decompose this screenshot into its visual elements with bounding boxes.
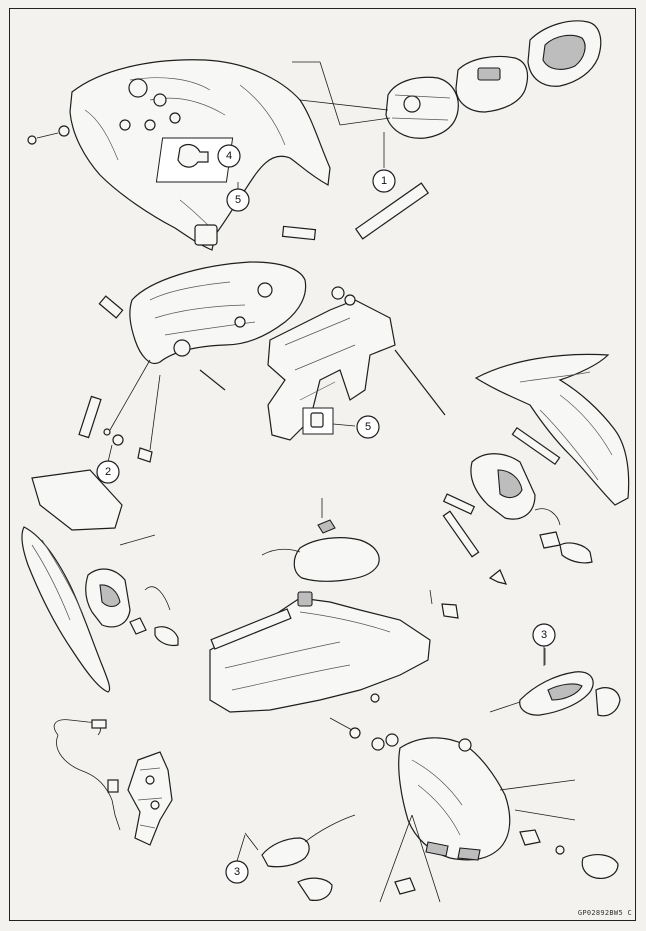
- svg-text:5: 5: [365, 421, 371, 433]
- callout-2-bolt: 2: [96, 460, 120, 484]
- callout-1-meter: 1: [372, 169, 396, 193]
- detail-socket-window: [155, 137, 234, 183]
- svg-text:5: 5: [235, 194, 241, 206]
- clamp: [441, 603, 459, 619]
- rear-turn-signal-right: [489, 648, 621, 717]
- diagram-frame: [9, 8, 636, 921]
- meter-unit-front-cover: [527, 20, 602, 87]
- pad-b: [354, 182, 430, 240]
- meter-unit-body: [455, 55, 529, 113]
- screw-left: [27, 125, 70, 145]
- pad-e: [511, 426, 561, 466]
- svg-text:3: 3: [234, 866, 240, 878]
- license-light: [499, 779, 619, 879]
- callout-3-rear-turn-left: 3: [225, 860, 249, 884]
- callout-4-socket: 4: [217, 144, 241, 168]
- pad-f: [442, 493, 476, 515]
- rear-fender: [398, 737, 511, 861]
- center-cover: [261, 498, 380, 582]
- side-stand-bracket: [127, 751, 173, 846]
- pad-c: [98, 295, 124, 319]
- front-turn-signal-left: [85, 534, 179, 647]
- leader-callout-2: [107, 444, 113, 463]
- pad-d: [78, 395, 102, 439]
- leader-fairing-meter: [299, 99, 389, 111]
- leader-callout-3-left: [236, 834, 246, 862]
- left-cowl: [21, 526, 111, 693]
- callout-5-stay: 5: [356, 415, 380, 439]
- bolt-assembly: [103, 359, 161, 463]
- headlight-assembly: [129, 261, 307, 391]
- leader-callout-5-stay: [332, 423, 356, 427]
- pad-h: [210, 608, 292, 650]
- screw-right: [429, 589, 433, 605]
- right-cowl: [474, 353, 630, 506]
- svg-text:3: 3: [541, 629, 547, 641]
- rear-turn-signal-left: [244, 814, 356, 901]
- harness-bracket-left: [379, 814, 441, 903]
- rear-frame-cover: [209, 591, 431, 713]
- tail-grommets: [329, 717, 472, 752]
- figure-code: GP02892BW5 C: [577, 909, 632, 917]
- meter-unit-rear-cover: [385, 76, 459, 139]
- headlight-stay: [267, 286, 446, 441]
- clip-small: [488, 569, 508, 585]
- front-turn-signal-right: [470, 453, 593, 564]
- left-cover-small: [31, 469, 123, 531]
- callout-3-rear-turn: 3: [532, 623, 556, 647]
- callout-5-upper: 5: [226, 188, 250, 212]
- pad-a: [281, 225, 317, 241]
- pad-g: [442, 510, 480, 558]
- leader-fairing-meter-b: [319, 61, 341, 126]
- svg-text:4: 4: [226, 150, 232, 162]
- leader-fairing-meter-c: [339, 117, 391, 126]
- svg-text:2: 2: [105, 466, 111, 478]
- sensor-wire: [53, 719, 121, 831]
- detail-damper-window: [302, 407, 334, 435]
- svg-text:1: 1: [381, 175, 387, 187]
